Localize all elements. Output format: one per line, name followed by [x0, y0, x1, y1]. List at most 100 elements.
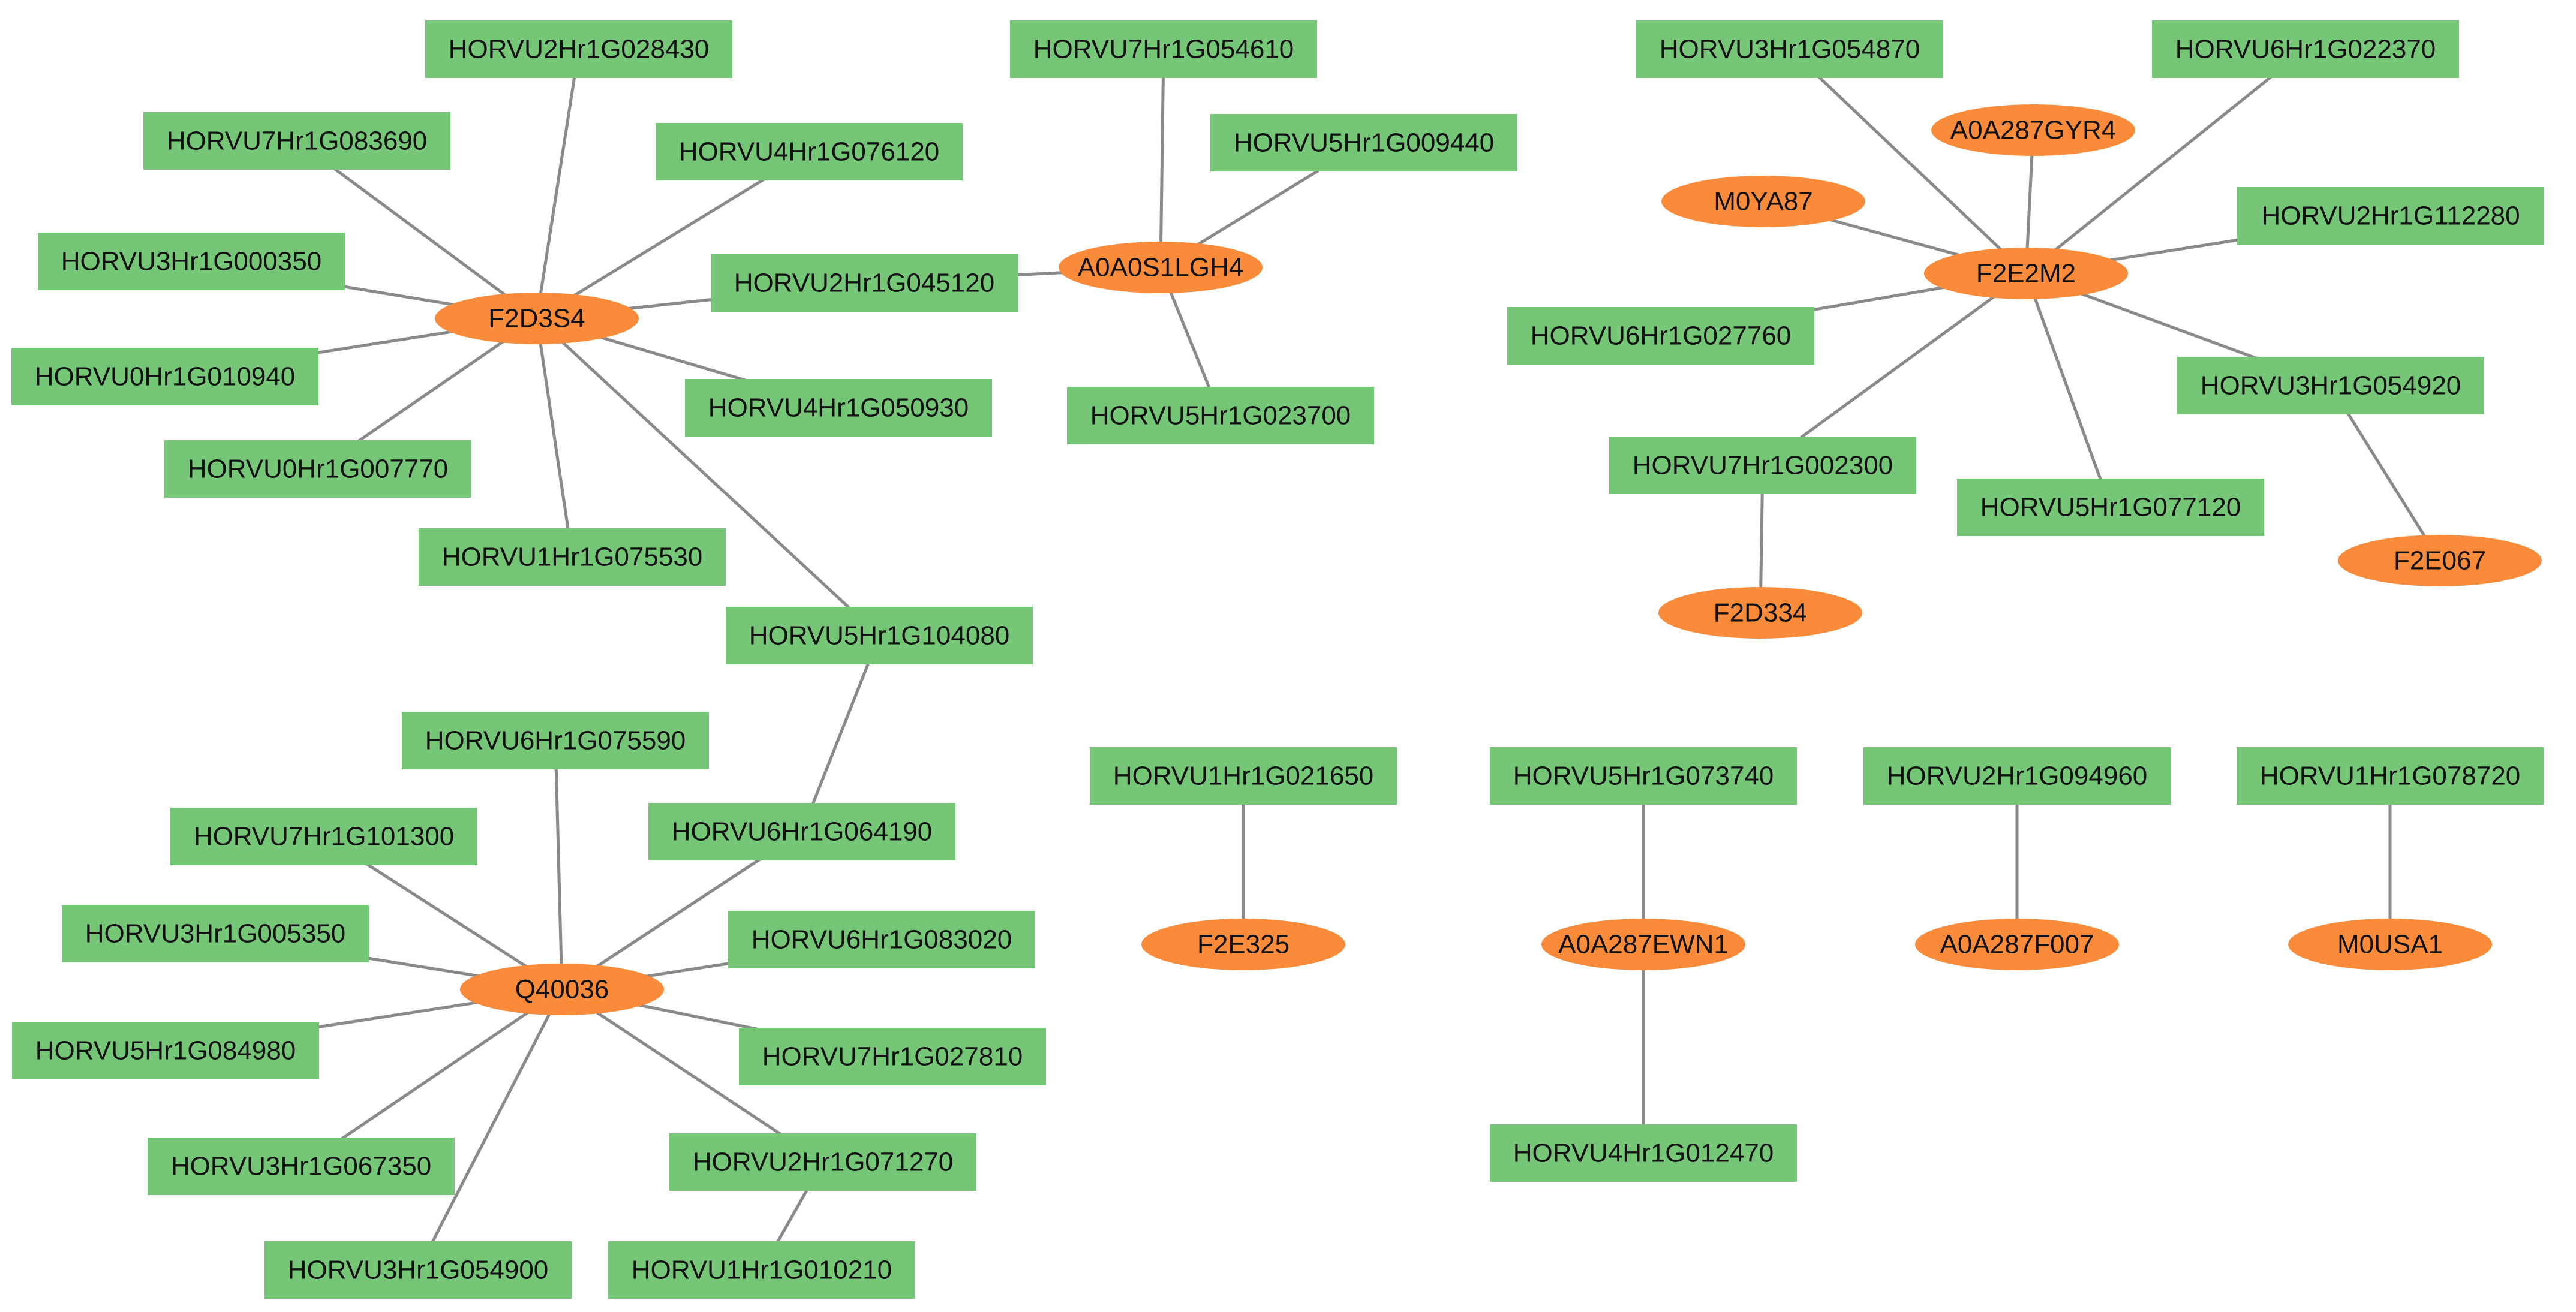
gene-rect	[1507, 307, 1814, 365]
gene-node-horvu7hr1g083690[interactable]: HORVU7Hr1G083690	[143, 112, 450, 170]
node-label: HORVU2Hr1G045120	[734, 269, 995, 298]
node-label: HORVU7Hr1G002300	[1633, 451, 1893, 480]
edge-A0A0S1LGH4-HORVU7Hr1G054610	[1159, 49, 1165, 268]
node-label: A0A287GYR4	[1950, 116, 2116, 145]
gene-node-horvu6hr1g022370[interactable]: HORVU6Hr1G022370	[2152, 20, 2459, 78]
node-label: HORVU7Hr1G101300	[194, 822, 455, 851]
protein-node-f2e325[interactable]: F2E325	[1141, 919, 1345, 970]
gene-rect	[728, 911, 1035, 968]
node-label: HORVU4Hr1G050930	[708, 393, 969, 423]
gene-node-horvu2hr1g028430[interactable]: HORVU2Hr1G028430	[425, 20, 732, 78]
gene-rect	[2177, 357, 2484, 414]
gene-node-horvu3hr1g054900[interactable]: HORVU3Hr1G054900	[264, 1241, 572, 1299]
node-label: HORVU0Hr1G010940	[35, 362, 296, 392]
gene-node-horvu2hr1g094960[interactable]: HORVU2Hr1G094960	[1863, 747, 2171, 805]
node-label: A0A287EWN1	[1558, 930, 1729, 959]
gene-node-horvu2hr1g112280[interactable]: HORVU2Hr1G112280	[2237, 187, 2544, 245]
gene-node-horvu1hr1g021650[interactable]: HORVU1Hr1G021650	[1090, 747, 1397, 805]
protein-ellipse	[2338, 535, 2542, 586]
protein-node-m0ya87[interactable]: M0YA87	[1661, 176, 1865, 227]
node-label: HORVU0Hr1G007770	[188, 455, 449, 484]
gene-node-horvu5hr1g084980[interactable]: HORVU5Hr1G084980	[12, 1022, 319, 1079]
gene-node-horvu7hr1g101300[interactable]: HORVU7Hr1G101300	[170, 808, 477, 865]
gene-rect	[425, 20, 732, 78]
gene-rect	[1490, 747, 1797, 805]
gene-node-horvu7hr1g027810[interactable]: HORVU7Hr1G027810	[739, 1028, 1046, 1085]
gene-rect	[1210, 114, 1517, 171]
gene-node-horvu4hr1g076120[interactable]: HORVU4Hr1G076120	[656, 123, 963, 180]
protein-ellipse	[435, 293, 639, 344]
gene-rect	[148, 1138, 455, 1195]
gene-rect	[656, 123, 963, 180]
protein-node-a0a287gyr4[interactable]: A0A287GYR4	[1931, 104, 2135, 156]
gene-rect	[1957, 479, 2264, 536]
protein-node-a0a287f007[interactable]: A0A287F007	[1915, 919, 2119, 970]
protein-node-q40036[interactable]: Q40036	[460, 964, 664, 1015]
gene-node-horvu2hr1g045120[interactable]: HORVU2Hr1G045120	[711, 254, 1018, 312]
gene-node-horvu6hr1g075590[interactable]: HORVU6Hr1G075590	[402, 712, 709, 769]
gene-node-horvu3hr1g005350[interactable]: HORVU3Hr1G005350	[62, 905, 369, 962]
node-label: HORVU5Hr1G009440	[1234, 128, 1495, 158]
gene-rect	[2152, 20, 2459, 78]
node-label: F2E2M2	[1976, 259, 2076, 288]
gene-node-horvu3hr1g054920[interactable]: HORVU3Hr1G054920	[2177, 357, 2484, 414]
protein-ellipse	[1059, 242, 1263, 293]
edge-HORVU5Hr1G104080-HORVU6Hr1G064190	[800, 635, 881, 832]
protein-ellipse	[1141, 919, 1345, 970]
gene-node-horvu6hr1g027760[interactable]: HORVU6Hr1G027760	[1507, 307, 1814, 365]
protein-ellipse	[1541, 919, 1745, 970]
protein-node-f2d3s4[interactable]: F2D3S4	[435, 293, 639, 344]
gene-node-horvu3hr1g054870[interactable]: HORVU3Hr1G054870	[1636, 20, 1943, 78]
protein-node-f2d334[interactable]: F2D334	[1658, 587, 1862, 639]
protein-node-m0usa1[interactable]: M0USA1	[2288, 919, 2492, 970]
gene-node-horvu1hr1g075530[interactable]: HORVU1Hr1G075530	[419, 528, 726, 586]
gene-rect	[38, 233, 345, 290]
gene-rect	[711, 254, 1018, 312]
gene-rect	[648, 803, 955, 860]
gene-rect	[726, 607, 1033, 664]
node-label: A0A0S1LGH4	[1078, 253, 1243, 282]
protein-node-a0a0s1lgh4[interactable]: A0A0S1LGH4	[1059, 242, 1263, 293]
edge-F2D3S4-HORVU1Hr1G075530	[535, 318, 574, 558]
gene-node-horvu7hr1g054610[interactable]: HORVU7Hr1G054610	[1010, 20, 1317, 78]
gene-node-horvu4hr1g050930[interactable]: HORVU4Hr1G050930	[685, 379, 992, 437]
node-label: F2D3S4	[488, 304, 585, 333]
gene-node-horvu0hr1g010940[interactable]: HORVU0Hr1G010940	[11, 348, 318, 405]
gene-rect	[170, 808, 477, 865]
gene-node-horvu7hr1g002300[interactable]: HORVU7Hr1G002300	[1609, 437, 1916, 494]
gene-node-horvu5hr1g077120[interactable]: HORVU5Hr1G077120	[1957, 479, 2264, 536]
gene-node-horvu3hr1g000350[interactable]: HORVU3Hr1G000350	[38, 233, 345, 290]
gene-node-horvu1hr1g010210[interactable]: HORVU1Hr1G010210	[608, 1241, 915, 1299]
node-label: HORVU2Hr1G112280	[2261, 201, 2520, 231]
gene-node-horvu5hr1g104080[interactable]: HORVU5Hr1G104080	[726, 607, 1033, 664]
gene-node-horvu2hr1g071270[interactable]: HORVU2Hr1G071270	[669, 1133, 976, 1191]
edge-F2E2M2-HORVU3Hr1G054870	[1789, 48, 2027, 275]
gene-rect	[264, 1241, 572, 1299]
gene-rect	[143, 112, 450, 170]
gene-node-horvu6hr1g083020[interactable]: HORVU6Hr1G083020	[728, 911, 1035, 968]
node-label: HORVU1Hr1G075530	[442, 543, 703, 572]
gene-node-horvu1hr1g078720[interactable]: HORVU1Hr1G078720	[2237, 747, 2544, 805]
protein-node-f2e2m2[interactable]: F2E2M2	[1924, 248, 2128, 299]
gene-node-horvu3hr1g067350[interactable]: HORVU3Hr1G067350	[148, 1138, 455, 1195]
protein-node-a0a287ewn1[interactable]: A0A287EWN1	[1541, 919, 1745, 970]
gene-node-horvu5hr1g073740[interactable]: HORVU5Hr1G073740	[1490, 747, 1797, 805]
node-label: HORVU3Hr1G000350	[61, 247, 322, 276]
protein-node-f2e067[interactable]: F2E067	[2338, 535, 2542, 586]
gene-rect	[2237, 187, 2544, 245]
gene-node-horvu5hr1g009440[interactable]: HORVU5Hr1G009440	[1210, 114, 1517, 171]
edge-layer	[164, 48, 2442, 1271]
gene-node-horvu5hr1g023700[interactable]: HORVU5Hr1G023700	[1067, 387, 1374, 444]
gene-rect	[1863, 747, 2171, 805]
node-label: HORVU5Hr1G073740	[1513, 762, 1774, 791]
node-label: HORVU4Hr1G012470	[1513, 1139, 1774, 1168]
edge-F2D3S4-HORVU7Hr1G083690	[296, 139, 538, 320]
protein-ellipse	[1661, 176, 1865, 227]
edge-Q40036-HORVU6Hr1G075590	[554, 740, 564, 990]
gene-node-horvu0hr1g007770[interactable]: HORVU0Hr1G007770	[164, 440, 471, 498]
gene-node-horvu4hr1g012470[interactable]: HORVU4Hr1G012470	[1490, 1124, 1797, 1182]
node-label: HORVU6Hr1G075590	[425, 726, 686, 756]
node-label: F2D334	[1714, 598, 1808, 628]
gene-node-horvu6hr1g064190[interactable]: HORVU6Hr1G064190	[648, 803, 955, 860]
